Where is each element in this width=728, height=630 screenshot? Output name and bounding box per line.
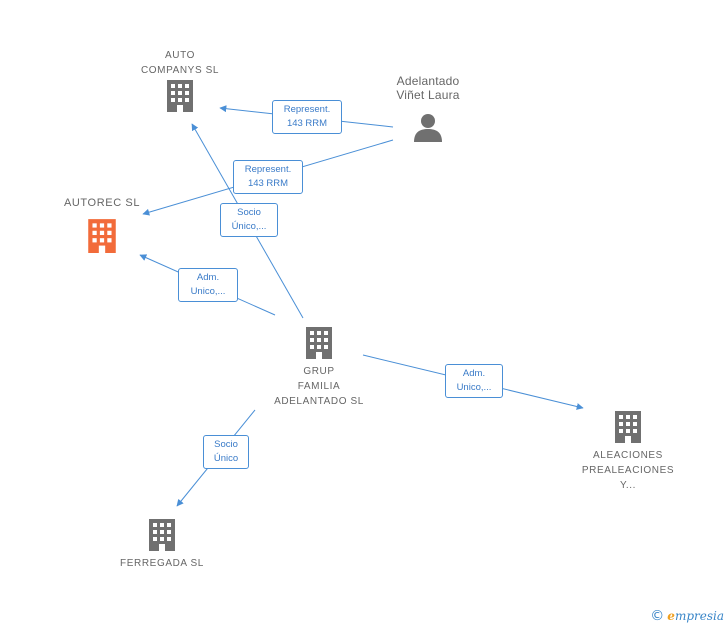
edge-label-represent-autorec[interactable]: Represent. 143 RRM [233,160,303,194]
edge-label-represent-auto-companys[interactable]: Represent. 143 RRM [272,100,342,134]
brand-initial: e [667,609,675,623]
node-label: ALEACIONES PREALEACIONES Y... [581,450,675,491]
edge-label-socio-unico-ferregada[interactable]: Socio Único [203,435,249,469]
empresia-logo: ©empresia [650,608,724,624]
brand-name: mpresia [674,609,724,623]
person-icon [414,114,442,142]
edge-label-adm-unico-aleaciones[interactable]: Adm. Unico,... [445,364,503,398]
node-label: GRUP FAMILIA ADELANTADO SL [274,366,364,407]
node-ferregada[interactable]: FERREGADA SL [112,516,212,571]
node-autorec[interactable]: AUTOREC SL [52,196,152,253]
edge-label-socio-unico-auto-companys[interactable]: Socio Único,... [220,203,278,237]
node-label: Adelantado Viñet Laura [396,74,460,102]
node-label: FERREGADA SL [120,558,204,569]
edge-label-adm-unico-autorec[interactable]: Adm. Unico,... [178,268,238,302]
building-icon [149,519,175,551]
building-icon [88,219,116,253]
node-label: AUTOREC SL [63,197,141,209]
building-icon [306,327,332,359]
node-label: AUTO COMPANYS SL [140,50,220,76]
node-aleaciones[interactable]: ALEACIONES PREALEACIONES Y... [572,408,684,493]
building-icon [167,80,193,112]
building-icon [615,411,641,443]
node-auto-companys[interactable]: AUTO COMPANYS SL [132,48,228,112]
node-grup-familia[interactable]: GRUP FAMILIA ADELANTADO SL [262,324,376,409]
node-person[interactable]: Adelantado Viñet Laura [378,74,478,142]
copyright-icon: © [650,608,665,624]
